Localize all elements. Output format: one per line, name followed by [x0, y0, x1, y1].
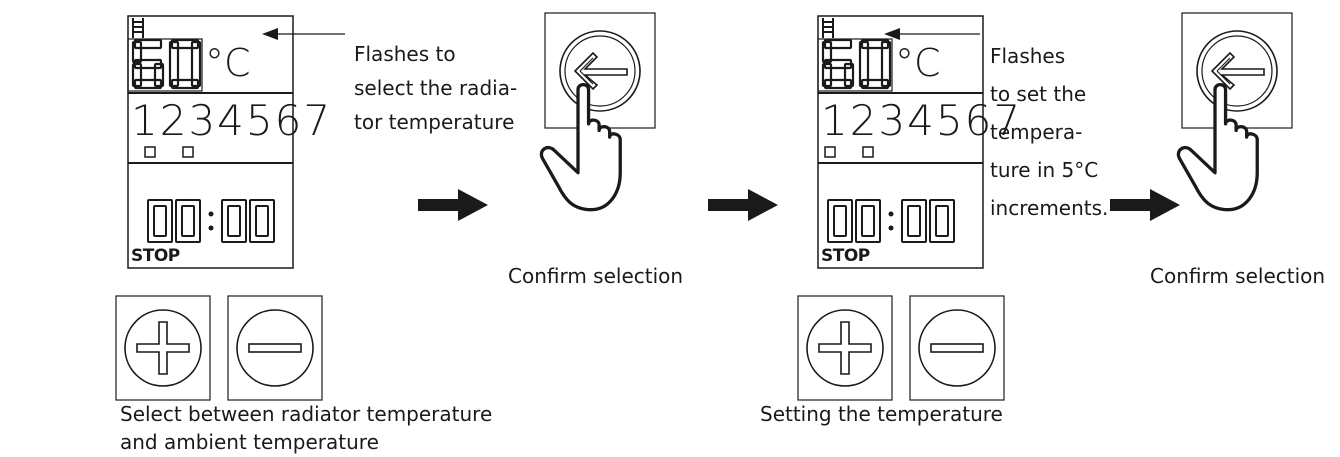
annotation-line: increments. — [990, 196, 1109, 220]
status-label: STOP — [821, 246, 870, 266]
radiator-icon — [822, 17, 834, 39]
caption-select-line: and ambient temperature — [120, 430, 379, 454]
minus-button-1[interactable] — [227, 295, 323, 401]
weekday-indicators: 1234567 — [131, 96, 333, 145]
caption-select-line: Select between radiator temperature — [120, 402, 493, 426]
annotation-line: select the radia- — [354, 76, 518, 100]
temperature-digit-ones — [168, 38, 202, 90]
annotation-arrow-1 — [262, 28, 345, 40]
annotation-line: Flashes — [990, 44, 1066, 68]
enter-button-1[interactable] — [544, 12, 656, 129]
enter-button-2[interactable] — [1181, 12, 1293, 129]
annotation-arrow-2 — [884, 28, 980, 40]
caption-confirm-1: Confirm selection — [508, 264, 684, 288]
plus-button-1[interactable] — [115, 295, 211, 401]
weekday-indicators: 1234567 — [821, 96, 1023, 145]
radiator-icon — [132, 17, 144, 39]
plus-button-2[interactable] — [797, 295, 893, 401]
annotation-line: Flashes to — [354, 42, 456, 66]
arrow-right-icon — [1110, 189, 1180, 221]
temperature-unit: °C — [205, 41, 251, 85]
annotation-line: to set the — [990, 82, 1087, 106]
arrow-right-icon — [708, 189, 778, 221]
temperature-digit-tens — [131, 38, 165, 90]
annotation-line: ture in 5°C — [990, 158, 1099, 182]
display-panel-2 — [817, 15, 984, 269]
status-label: STOP — [131, 246, 180, 266]
minus-button-2[interactable] — [909, 295, 1005, 401]
arrow-right-icon — [418, 189, 488, 221]
annotation-line: tempera- — [990, 120, 1083, 144]
annotation-line: tor temperature — [354, 110, 515, 134]
temperature-unit: °C — [895, 41, 941, 85]
caption-setting-temperature: Setting the temperature — [760, 402, 1003, 426]
caption-confirm-2: Confirm selection — [1150, 264, 1326, 288]
display-panel-1 — [127, 15, 294, 269]
